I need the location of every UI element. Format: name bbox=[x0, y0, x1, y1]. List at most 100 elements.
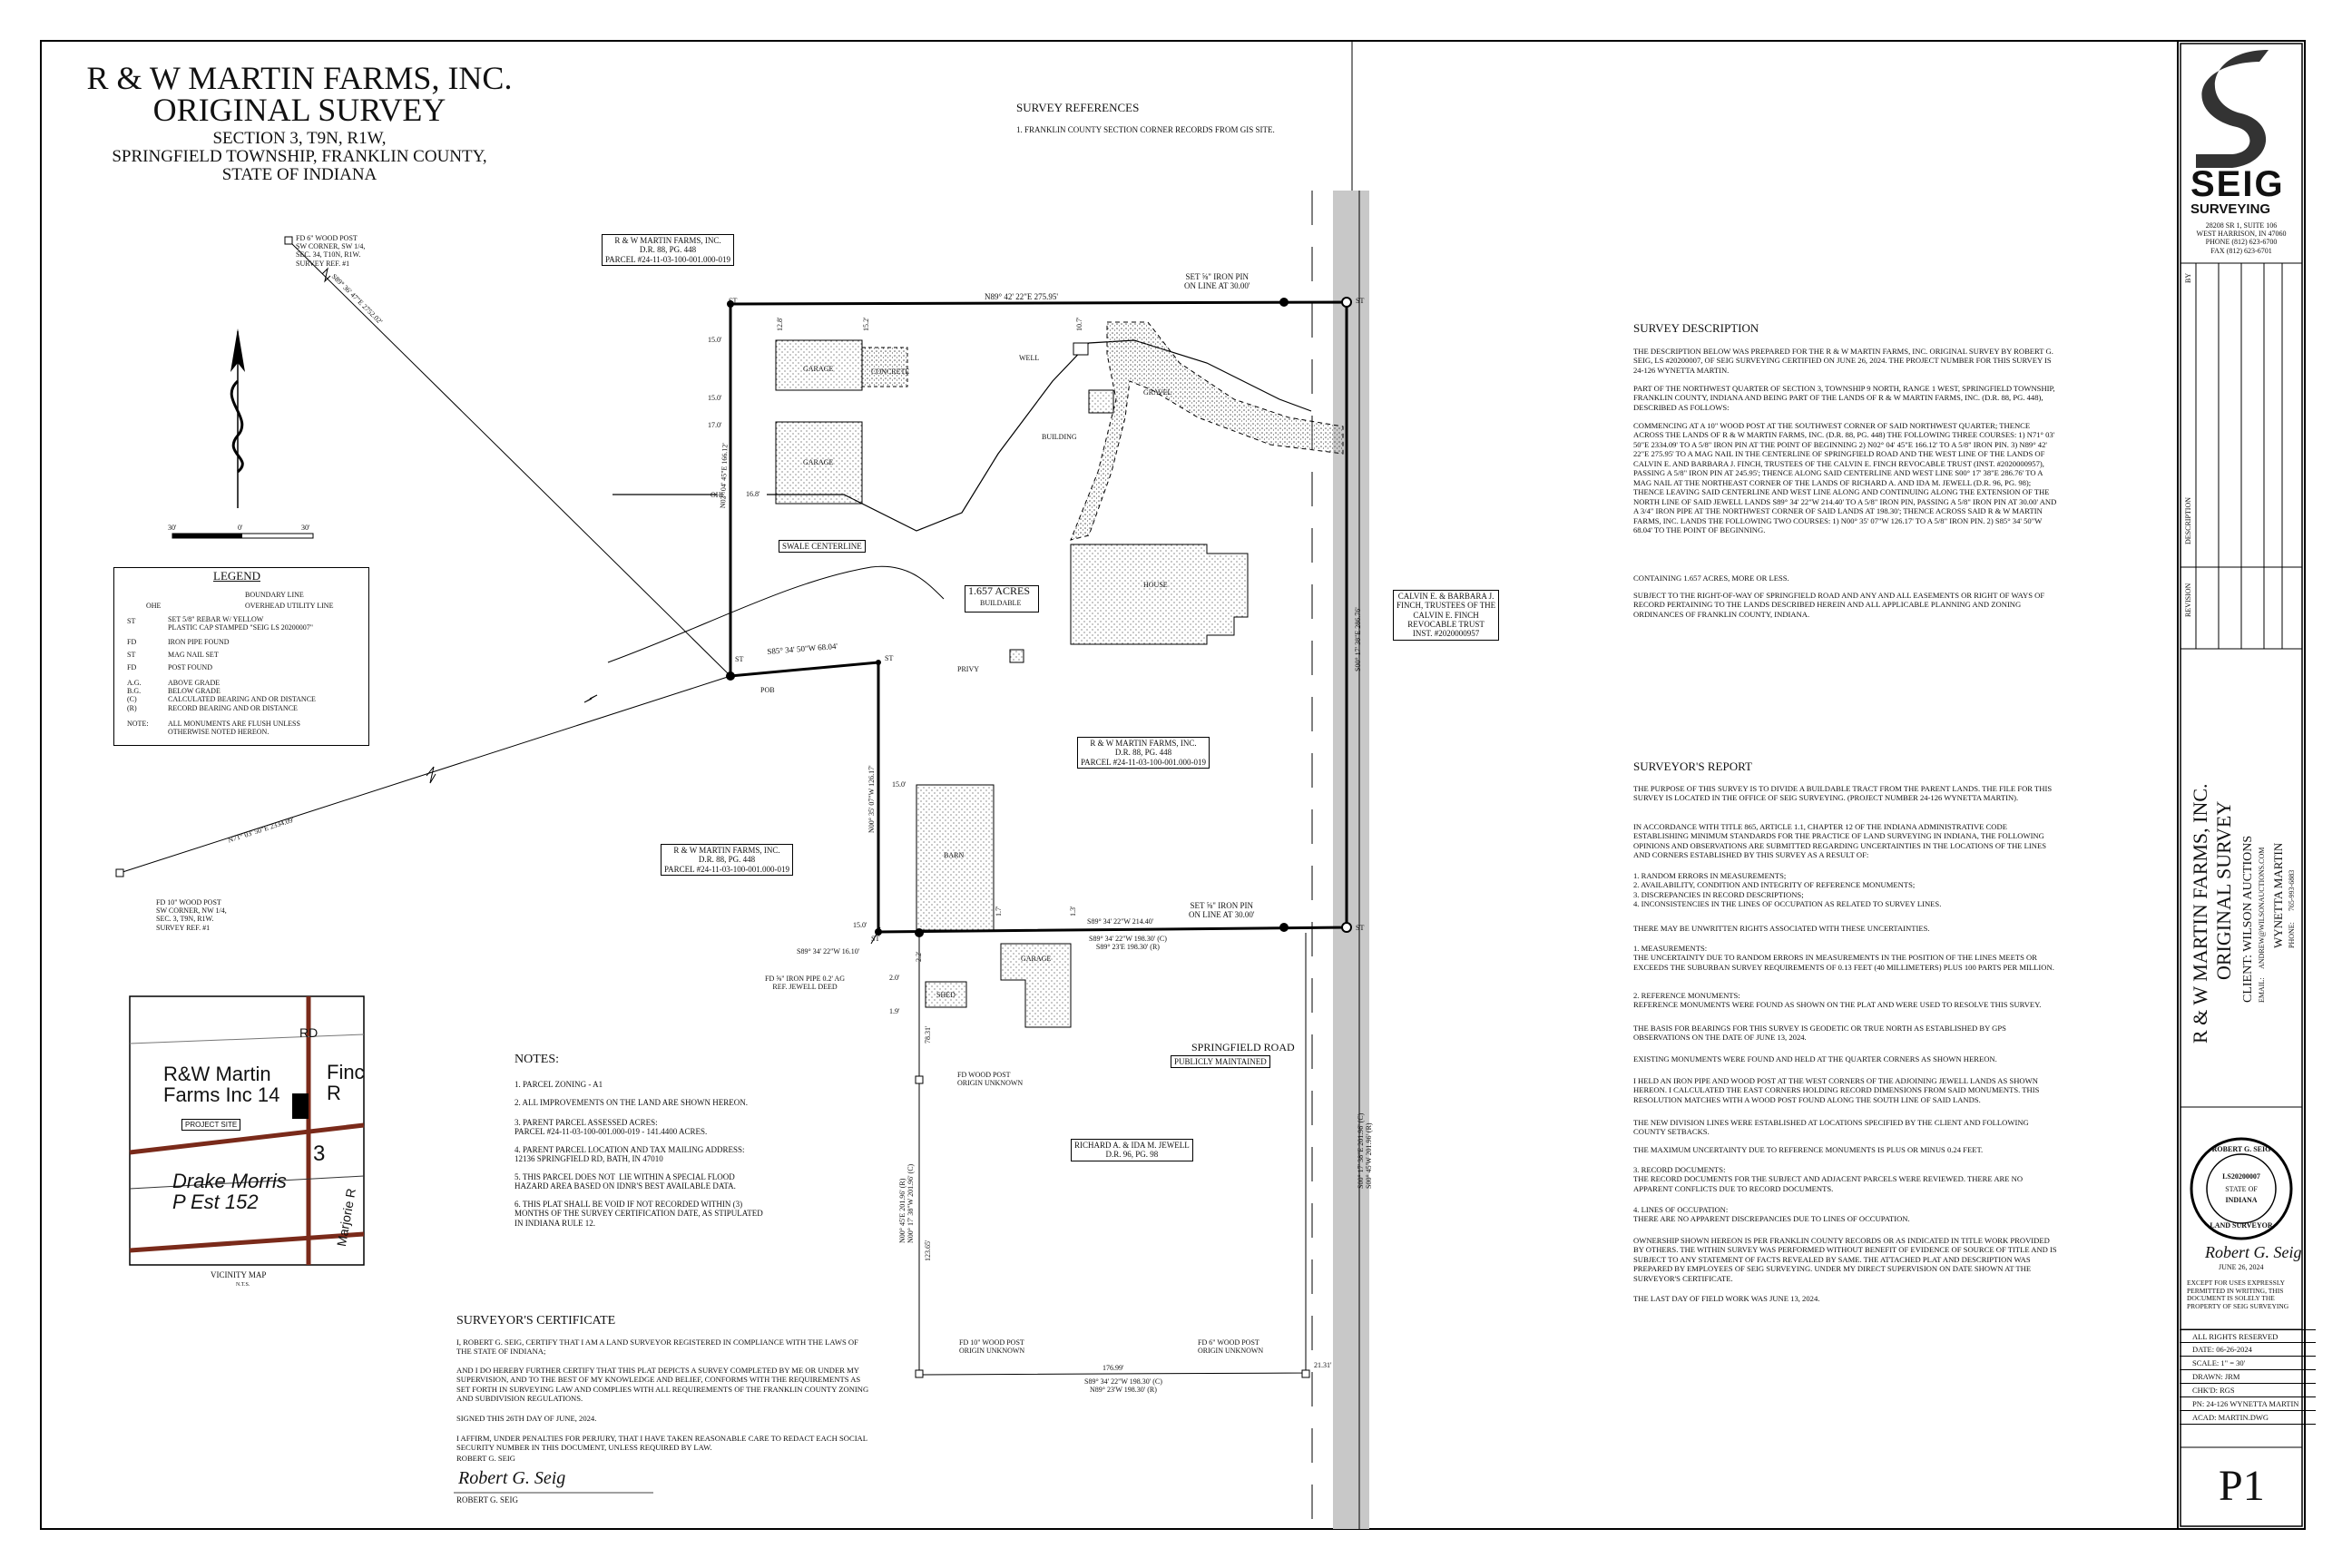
notes-heading: NOTES: bbox=[514, 1053, 559, 1066]
dim-15-d: 15.0' bbox=[853, 921, 867, 929]
dim-17699: 176.99' bbox=[1102, 1364, 1124, 1372]
report-p7: THE BASIS FOR BEARINGS FOR THIS SURVEY I… bbox=[1633, 1024, 2006, 1043]
dim-13: 1.3' bbox=[1069, 906, 1077, 916]
north-line-bearing: N89° 42' 22"E 275.95' bbox=[985, 292, 1059, 301]
fd-iron-pipe-label: FD ⅝" IRON PIPE 0.2' AG REF. JEWELL DEED bbox=[765, 975, 846, 992]
tb-seal-date: JUNE 26, 2024 bbox=[2219, 1263, 2264, 1271]
house-shape bbox=[1070, 544, 1249, 645]
dim-15-b: 15.0' bbox=[708, 394, 722, 402]
note-2: 2. ALL IMPROVEMENTS ON THE LAND ARE SHOW… bbox=[514, 1098, 748, 1107]
acres-box bbox=[965, 585, 1039, 612]
scale-left: 30' bbox=[168, 524, 177, 532]
vicinity-drake: Drake Morris P Est 152 bbox=[172, 1170, 287, 1214]
tb-project-title-1: R & W MARTIN FARMS, INC. bbox=[2189, 783, 2211, 1044]
legend-fd-code: FD bbox=[127, 638, 137, 646]
seal-bottom: LAND SURVEYOR bbox=[2210, 1221, 2273, 1230]
legend-st-desc: SET 5/8" REBAR W/ YELLOW PLASTIC CAP STA… bbox=[168, 615, 314, 632]
seal-no: LS20200007 bbox=[2222, 1172, 2260, 1181]
legend-box bbox=[113, 567, 369, 746]
ohe-label-west: OHE bbox=[710, 491, 726, 499]
tb-scale: SCALE: 1" = 30' bbox=[2180, 1357, 2316, 1370]
dim-22: 2.2' bbox=[915, 951, 923, 962]
legend-st-code: ST bbox=[127, 617, 136, 625]
st-sw-label: ST bbox=[871, 935, 880, 943]
dim-107: 10.7' bbox=[1075, 317, 1083, 331]
swale-label: SWALE CENTERLINE bbox=[779, 540, 866, 554]
garage-2-label: GARAGE bbox=[803, 458, 834, 466]
tb-sheet-number: P1 bbox=[2219, 1462, 2265, 1510]
dim-19: 1.9' bbox=[889, 1007, 900, 1015]
vicinity-num: 3 bbox=[313, 1142, 326, 1166]
tb-by: BY bbox=[2184, 272, 2192, 283]
note-3: 3. PARENT PARCEL ASSESSED ACRES: PARCEL … bbox=[514, 1118, 708, 1137]
tract-boundary bbox=[729, 300, 1348, 934]
dim-15-c: 15.0' bbox=[892, 780, 906, 789]
report-p15: THE LAST DAY OF FIELD WORK WAS JUNE 13, … bbox=[1633, 1294, 1820, 1303]
scale-right: 30' bbox=[301, 524, 310, 532]
parcel-label-nw: R & W MARTIN FARMS, INC. D.R. 88, PG. 44… bbox=[602, 234, 734, 267]
scale-mid: 0' bbox=[238, 524, 243, 532]
jewell-parcel-label: RICHARD A. & IDA M. JEWELL D.R. 96, PG. … bbox=[1071, 1139, 1193, 1161]
certificate-p1: I, ROBERT G. SEIG, CERTIFY THAT I AM A L… bbox=[456, 1338, 858, 1357]
scale-bar bbox=[172, 533, 314, 539]
tb-revision: REVISION bbox=[2184, 583, 2192, 617]
tb-rights: ALL RIGHTS RESERVED bbox=[2180, 1329, 2316, 1343]
description-p5: SUBJECT TO THE RIGHT-OF-WAY OF SPRINGFIE… bbox=[1633, 591, 2045, 619]
report-p1: THE PURPOSE OF THIS SURVEY IS TO DIVIDE … bbox=[1633, 784, 2053, 803]
title-line-1: R & W MARTIN FARMS, INC. bbox=[86, 60, 513, 96]
dim-168: 16.8' bbox=[746, 490, 760, 498]
tb-client: CLIENT: WILSON AUCTIONS bbox=[2241, 835, 2255, 1003]
report-p9: I HELD AN IRON PIPE AND WOOD POST AT THE… bbox=[1633, 1076, 2040, 1104]
legend-fd2-desc: POST FOUND bbox=[168, 663, 212, 671]
dim-2131: 21.31' bbox=[1314, 1361, 1332, 1369]
sheet-border bbox=[40, 40, 2306, 1530]
legend-ohe-symbol: OHE bbox=[146, 602, 162, 610]
legend-st2-code: ST bbox=[127, 651, 136, 659]
description-p1: THE DESCRIPTION BELOW WAS PREPARED FOR T… bbox=[1633, 347, 2053, 375]
description-heading: SURVEY DESCRIPTION bbox=[1633, 321, 1759, 335]
logo-surveying: SURVEYING bbox=[2190, 201, 2271, 217]
road-label: SPRINGFIELD ROAD bbox=[1191, 1041, 1295, 1054]
garage-3-label: GARAGE bbox=[1021, 955, 1052, 963]
tb-drawn: DRAWN: JRM bbox=[2180, 1370, 2316, 1384]
acres-label: 1.657 ACRES bbox=[968, 584, 1031, 597]
dim-152: 15.2' bbox=[862, 317, 870, 331]
st-pob-label: ST bbox=[735, 655, 744, 663]
mid-line-bearing-2: S89° 34' 22"W 198.30' (C) S89° 23'E 198.… bbox=[1089, 935, 1167, 952]
legend-ohe: OVERHEAD UTILITY LINE bbox=[245, 602, 334, 610]
tb-signature: Robert G. Seig bbox=[2205, 1243, 2302, 1261]
legend-boundary: BOUNDARY LINE bbox=[245, 591, 304, 599]
tb-chkd: CHK'D: RGS bbox=[2180, 1384, 2316, 1397]
legend-note-desc: ALL MONUMENTS ARE FLUSH UNLESS OTHERWISE… bbox=[168, 720, 300, 737]
house-label: HOUSE bbox=[1143, 581, 1168, 589]
road-sub-label: PUBLICLY MAINTAINED bbox=[1171, 1055, 1270, 1069]
lower-west-bearing: N00° 35' 07"W 126.17' bbox=[867, 765, 876, 833]
fd-post-unknown-label: FD WOOD POST ORIGIN UNKNOWN bbox=[957, 1071, 1024, 1088]
tb-client-phone: PHONE: 765-993-6883 bbox=[2288, 869, 2296, 948]
shed-label: SHED bbox=[936, 991, 956, 999]
report-p3: 1. RANDOM ERRORS IN MEASUREMENTS; 2. AVA… bbox=[1633, 871, 1942, 909]
parcel-label-center: R & W MARTIN FARMS, INC. D.R. 88, PG. 44… bbox=[1077, 737, 1210, 769]
certificate-p5: ROBERT G. SEIG bbox=[456, 1454, 515, 1463]
certificate-p2: AND I DO HEREBY FURTHER CERTIFY THAT THI… bbox=[456, 1366, 869, 1404]
tb-project-title-2: ORIGINAL SURVEY bbox=[2212, 800, 2235, 980]
note-6: 6. THIS PLAT SHALL BE VOID IF NOT RECORD… bbox=[514, 1200, 763, 1228]
dim-15-a: 15.0' bbox=[708, 336, 722, 344]
note-4: 4. PARENT PARCEL LOCATION AND TAX MAILIN… bbox=[514, 1145, 745, 1164]
dim-20: 2.0' bbox=[889, 974, 900, 982]
gravel-label: GRAVEL bbox=[1143, 388, 1172, 397]
st-ne-label: ST bbox=[1356, 297, 1365, 305]
logo-seig: SEIG bbox=[2190, 164, 2285, 204]
st-nw-label: ST bbox=[729, 297, 738, 305]
tb-description: DESCRIPTION bbox=[2184, 496, 2192, 544]
certificate-p4: I AFFIRM, UNDER PENALTIES FOR PERJURY, T… bbox=[456, 1434, 867, 1453]
tb-client-name: WYNETTA MARTIN bbox=[2271, 842, 2285, 948]
survey-references-heading: SURVEY REFERENCES bbox=[1016, 101, 1140, 114]
dim-128: 12.8' bbox=[776, 317, 784, 331]
certificate-sign-name: ROBERT G. SEIG bbox=[456, 1495, 519, 1504]
fd-10-post-label: FD 10" WOOD POST ORIGIN UNKNOWN bbox=[959, 1338, 1025, 1356]
barn-shape bbox=[916, 784, 995, 931]
seal-name: ROBERT G. SEIG bbox=[2211, 1145, 2271, 1153]
fd-6-post-label: FD 6" WOOD POST ORIGIN UNKNOWN bbox=[1198, 1338, 1264, 1356]
